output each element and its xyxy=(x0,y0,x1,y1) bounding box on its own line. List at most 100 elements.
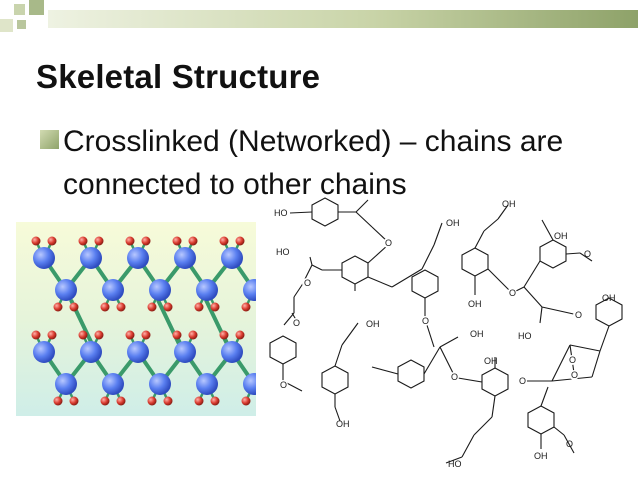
hydrogen-atom xyxy=(219,236,229,246)
label-ho-mid: HO xyxy=(518,331,532,341)
hydrogen-atom xyxy=(47,236,57,246)
oxygen-atom: O xyxy=(302,278,312,288)
carbon-atom xyxy=(55,279,77,301)
hydrogen-atom xyxy=(147,302,157,312)
oxygen-atom: O xyxy=(573,310,583,320)
svg-text:O: O xyxy=(575,310,582,320)
hydrogen-atom xyxy=(141,236,151,246)
carbon-atom xyxy=(221,247,243,269)
bullet-text: Crosslinked (Networked) – chains are con… xyxy=(63,125,564,201)
hydrogen-atom xyxy=(194,302,204,312)
hydrogen-atom xyxy=(53,302,63,312)
oxygen-atom: O xyxy=(278,380,288,390)
label-oh-a: OH xyxy=(446,218,460,228)
oxygen-atom: O xyxy=(383,238,393,248)
structure-bonds xyxy=(269,197,623,464)
hydrogen-atom xyxy=(100,396,110,406)
svg-text:O: O xyxy=(293,318,300,328)
hydrogen-atom xyxy=(172,330,182,340)
carbon-atom xyxy=(221,341,243,363)
hydrogen-atom xyxy=(235,236,245,246)
oxygen-atom: O xyxy=(569,370,579,380)
hydrogen-atom xyxy=(47,330,57,340)
carbon-atom xyxy=(102,373,124,395)
oxygen-atom: O xyxy=(449,372,459,382)
hydrogen-atom xyxy=(94,330,104,340)
hydrogen-atom xyxy=(78,236,88,246)
oxygen-atom: O xyxy=(291,318,301,328)
hydrogen-atom xyxy=(194,396,204,406)
svg-text:O: O xyxy=(422,316,429,326)
label-ho-top: HO xyxy=(274,208,288,218)
svg-text:O: O xyxy=(451,372,458,382)
hydrogen-atom xyxy=(125,236,135,246)
carbon-atom xyxy=(243,373,265,395)
hydrogen-atom xyxy=(31,330,41,340)
svg-text:O: O xyxy=(571,370,578,380)
label-oh-bottom-left: OH xyxy=(336,419,350,429)
oxygen-atom: O xyxy=(507,288,517,298)
carbon-atom xyxy=(102,279,124,301)
structure-labels: HO OH OH HO OH O OH OH OH HO OH OH OH HO… xyxy=(274,199,616,469)
hydrogen-atom xyxy=(188,330,198,340)
label-oh-ring-left: OH xyxy=(468,299,482,309)
label-oh-bottom-right: OH xyxy=(534,451,548,461)
hydrogen-atom xyxy=(210,396,220,406)
svg-text:O: O xyxy=(304,278,311,288)
oxygen-atom: O xyxy=(567,355,577,365)
carbon-atom xyxy=(174,341,196,363)
carbon-atom xyxy=(33,341,55,363)
label-oh-ring-top: OH xyxy=(554,231,568,241)
oxygen-atom: O xyxy=(517,376,527,386)
hydrogen-atom xyxy=(31,236,41,246)
hydrogen-atom xyxy=(163,396,173,406)
carbon-atom xyxy=(174,247,196,269)
carbon-atom xyxy=(149,373,171,395)
label-oh-center: OH xyxy=(470,329,484,339)
oxygen-atoms: O O O O O O O O O O O xyxy=(278,238,583,390)
hydrogen-atom xyxy=(53,396,63,406)
crosslinked-polymer-structure: HO OH OH HO OH O OH OH OH HO OH OH OH HO… xyxy=(269,197,623,469)
hydrogen-atom xyxy=(94,236,104,246)
label-o-methyl-bottom: O xyxy=(566,439,573,449)
carbon-atom xyxy=(127,341,149,363)
svg-text:O: O xyxy=(519,376,526,386)
hydrogen-atom xyxy=(116,396,126,406)
oxygen-atom: O xyxy=(420,316,430,326)
lattice-drawing xyxy=(31,236,267,406)
hydrogen-atom xyxy=(188,236,198,246)
label-oh-lower-ring: OH xyxy=(484,356,498,366)
svg-text:O: O xyxy=(385,238,392,248)
hydrogen-atom xyxy=(78,330,88,340)
carbon-atom xyxy=(127,247,149,269)
hydrogen-atom xyxy=(235,330,245,340)
label-oh-right: OH xyxy=(602,293,616,303)
carbon-atom xyxy=(80,341,102,363)
header-gradient-bar xyxy=(48,10,638,28)
bullet-square-icon xyxy=(40,130,59,149)
bullet-item: Crosslinked (Networked) – chains are con… xyxy=(40,120,620,206)
carbon-atom xyxy=(33,247,55,269)
hydrogen-atom xyxy=(147,396,157,406)
crosslinked-lattice-image xyxy=(16,222,267,416)
hydrogen-atom xyxy=(69,396,79,406)
hydrogen-atom xyxy=(141,330,151,340)
svg-text:O: O xyxy=(509,288,516,298)
carbon-atom xyxy=(80,247,102,269)
hydrogen-atom xyxy=(241,396,251,406)
label-oh-b: OH xyxy=(502,199,516,209)
svg-text:O: O xyxy=(569,355,576,365)
svg-text:O: O xyxy=(280,380,287,390)
hydrogen-atom xyxy=(125,330,135,340)
hydrogen-atom xyxy=(163,302,173,312)
hydrogen-atom xyxy=(116,302,126,312)
hydrogen-atom xyxy=(172,236,182,246)
carbon-atom xyxy=(196,279,218,301)
label-o-methyl: O xyxy=(584,249,591,259)
hydrogen-atom xyxy=(100,302,110,312)
slide-title: Skeletal Structure xyxy=(36,58,321,95)
hydrogen-atom xyxy=(241,302,251,312)
carbon-atom xyxy=(243,279,265,301)
hydrogen-atom xyxy=(219,330,229,340)
hydrogen-atom xyxy=(210,302,220,312)
